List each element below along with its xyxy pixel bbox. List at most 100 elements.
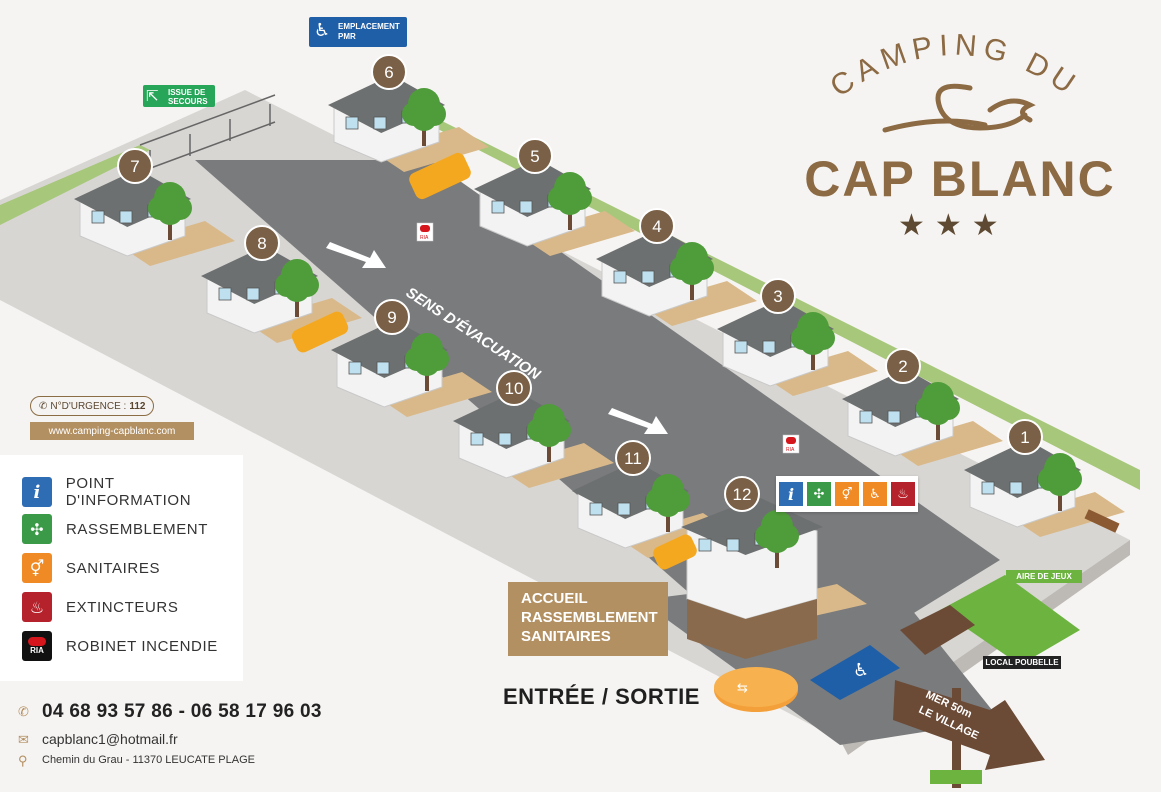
website-link[interactable]: www.camping-capblanc.com xyxy=(30,422,194,440)
window xyxy=(491,200,505,214)
unit-badge[interactable] xyxy=(496,370,532,406)
tree-crown xyxy=(764,527,790,553)
phone-icon: ✆ xyxy=(18,704,29,719)
trash-enclosure xyxy=(900,605,975,655)
unit-number: 1 xyxy=(1020,428,1029,447)
unit-badge[interactable] xyxy=(615,440,651,476)
brand-line1: CAMPING DU xyxy=(824,28,1085,103)
ria-marker: RIA xyxy=(416,222,434,242)
unit-badge[interactable] xyxy=(885,348,921,384)
sign-post xyxy=(952,688,961,788)
unit-badge[interactable] xyxy=(244,225,280,261)
window xyxy=(762,340,776,354)
unit-badge[interactable] xyxy=(517,138,553,174)
ria-red-dot xyxy=(28,637,46,646)
logo-swirl xyxy=(882,83,1036,133)
terrace xyxy=(120,221,235,266)
unit-number: 2 xyxy=(898,357,907,376)
brand-stars: ★★★ xyxy=(898,209,1009,242)
toilets-icon: ⚥ xyxy=(22,553,52,583)
window xyxy=(617,502,631,516)
window xyxy=(734,340,748,354)
contact-phone[interactable]: 04 68 93 57 86 - 06 58 17 96 03 xyxy=(42,701,322,722)
window xyxy=(498,432,512,446)
legend-item-fire-hose: RIA ROBINET INCENDIE xyxy=(22,631,218,661)
location-pin-icon: ⚲ xyxy=(18,753,28,768)
unit-number: 8 xyxy=(257,234,266,253)
play-area-label: AIRE DE JEUX xyxy=(1006,570,1082,583)
legend-label: ROBINET INCENDIE xyxy=(66,637,218,655)
unit-number: 10 xyxy=(505,379,524,398)
window xyxy=(470,432,484,446)
sign-base xyxy=(930,770,982,784)
legend-label: EXTINCTEURS xyxy=(66,598,179,616)
terrace xyxy=(888,421,1003,466)
tree-crown xyxy=(411,105,437,131)
contact-email[interactable]: capblanc1@hotmail.fr xyxy=(42,731,178,747)
tree-crown xyxy=(157,199,183,225)
entry-circle-top xyxy=(714,667,798,707)
phone-icon: ✆ xyxy=(39,400,48,412)
wheelchair-icon: ♿ xyxy=(863,482,887,506)
accueil-services-icons: i ✣ ⚥ ♿ ♨ xyxy=(776,476,918,512)
unit-number: 11 xyxy=(624,449,642,468)
legend-label: POINT D'INFORMATION xyxy=(65,475,192,509)
window xyxy=(348,361,362,375)
running-man-icon: ⇱ xyxy=(146,87,159,105)
window xyxy=(589,502,603,516)
extinguisher-icon: ♨ xyxy=(22,592,52,622)
tree-crown xyxy=(536,421,562,447)
tree-crown xyxy=(679,259,705,285)
window xyxy=(613,270,627,284)
window xyxy=(91,210,105,224)
unit-badge[interactable] xyxy=(117,148,153,184)
tree-crown xyxy=(800,329,826,355)
terrace xyxy=(247,298,362,343)
legend-item-toilets: ⚥ SANITAIRES xyxy=(22,553,160,583)
mer-direction-sign[interactable] xyxy=(893,680,1045,770)
picnic-table-icon xyxy=(1084,509,1120,533)
unit-number: 6 xyxy=(384,63,393,82)
unit-badge[interactable] xyxy=(1007,419,1043,455)
legend-label: SANITAIRES xyxy=(66,559,161,577)
window xyxy=(981,481,995,495)
evacuation-arrow-1 xyxy=(326,242,386,268)
houses-layer xyxy=(74,75,1125,659)
terrace xyxy=(642,281,757,326)
unit-badge[interactable] xyxy=(371,54,407,90)
info-icon: i xyxy=(22,477,52,507)
fence xyxy=(139,94,276,173)
unit-number: 5 xyxy=(530,147,539,166)
car-icon xyxy=(291,311,349,353)
accueil-line2: RASSEMBLEMENT xyxy=(521,609,658,626)
car-icon xyxy=(653,534,697,570)
window xyxy=(373,116,387,130)
ria-text: RIA xyxy=(30,646,44,655)
window xyxy=(119,210,133,224)
window xyxy=(698,538,712,552)
tree-crown xyxy=(284,276,310,302)
terrace xyxy=(520,211,635,256)
window xyxy=(246,287,260,301)
window xyxy=(887,410,901,424)
brand-line2: CAP BLANC xyxy=(804,151,1116,207)
legend-item-info: i POINT D'INFORMATION xyxy=(22,475,243,509)
unit-number: 7 xyxy=(130,157,139,176)
unit-number: 9 xyxy=(387,308,396,327)
emergency-exit-line2: SECOURS xyxy=(168,97,208,106)
window xyxy=(345,116,359,130)
unit-badge[interactable] xyxy=(724,476,760,512)
tree-crown xyxy=(1047,470,1073,496)
unit-badge[interactable] xyxy=(639,208,675,244)
emergency-number-pill: ✆ N°D'URGENCE : 112 xyxy=(30,396,155,416)
pmr-sign: ♿ EMPLACEMENT PMR xyxy=(309,17,407,47)
svg-text:RIA: RIA xyxy=(420,235,429,241)
trees-layer xyxy=(148,88,1082,568)
svg-text:RIA: RIA xyxy=(786,447,795,453)
unit-badge[interactable] xyxy=(760,278,796,314)
unit-badge[interactable] xyxy=(374,299,410,335)
assembly-icon: ✣ xyxy=(22,514,52,544)
tree-crown xyxy=(655,491,681,517)
